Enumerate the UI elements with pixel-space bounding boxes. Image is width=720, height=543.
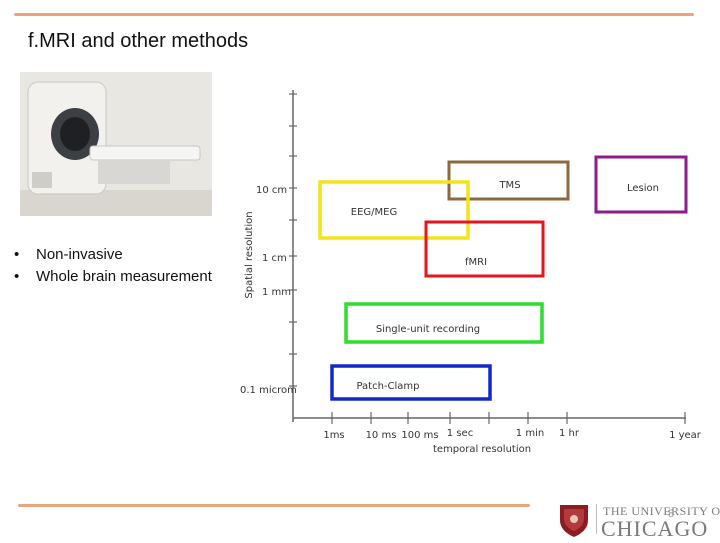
x-tick-label: 1 sec: [447, 428, 473, 439]
fmri-box: [424, 220, 545, 278]
patch-clamp-label: Patch-Clamp: [356, 381, 419, 392]
slide-title: f.MRI and other methods: [28, 30, 249, 52]
bullet-icon: •: [14, 246, 20, 263]
x-axis-label: temporal resolution: [433, 444, 531, 455]
x-tick-label: 1 year: [669, 430, 702, 441]
methods-diagram: Spatial resolution temporal resolution 1…: [240, 90, 702, 455]
eeg-meg-label: EEG/MEG: [351, 207, 397, 218]
bullet-item: • Non-invasive: [12, 244, 212, 266]
logo-text-line1: THE UNIVERSITY OF: [603, 504, 720, 518]
single-unit-box: [344, 302, 544, 344]
university-logo: THE UNIVERSITY OF CHICAGO: [556, 502, 720, 541]
page-number: 8: [668, 508, 675, 520]
mri-scanner-image: [20, 72, 212, 216]
y-tick-label: 10 cm: [256, 185, 287, 196]
x-tick-label: 100 ms: [401, 430, 438, 441]
x-tick-label: 10 ms: [366, 430, 397, 441]
single-unit-label: Single-unit recording: [376, 324, 480, 335]
fmri-label: fMRI: [465, 257, 487, 268]
x-tick-label: 1ms: [323, 430, 344, 441]
bullet-item: • Whole brain measurement: [12, 266, 212, 288]
shield-icon: [560, 505, 588, 537]
top-divider: [14, 13, 694, 16]
y-tick-label: 0.1 microm: [240, 385, 297, 396]
lesion-box: [594, 155, 688, 214]
bullet-text: Non-invasive: [36, 246, 123, 263]
bottom-divider: [18, 504, 530, 507]
logo-divider: [596, 504, 597, 534]
y-tick-label: 1 cm: [262, 253, 287, 264]
lesion-label: Lesion: [627, 183, 659, 194]
y-axis-label: Spatial resolution: [244, 211, 255, 298]
logo-text-line2: CHICAGO: [601, 516, 709, 541]
eeg-meg-box: [318, 180, 470, 240]
patch-clamp-box: [330, 364, 492, 401]
tms-label: TMS: [498, 180, 520, 191]
y-tick-label: 1 mm: [262, 287, 291, 298]
bullet-icon: •: [14, 268, 20, 285]
bullet-list: • Non-invasive • Whole brain measurement: [12, 244, 212, 288]
bullet-text: Whole brain measurement: [36, 268, 212, 285]
x-tick-label: 1 hr: [559, 428, 580, 439]
x-tick-label: 1 min: [516, 428, 544, 439]
